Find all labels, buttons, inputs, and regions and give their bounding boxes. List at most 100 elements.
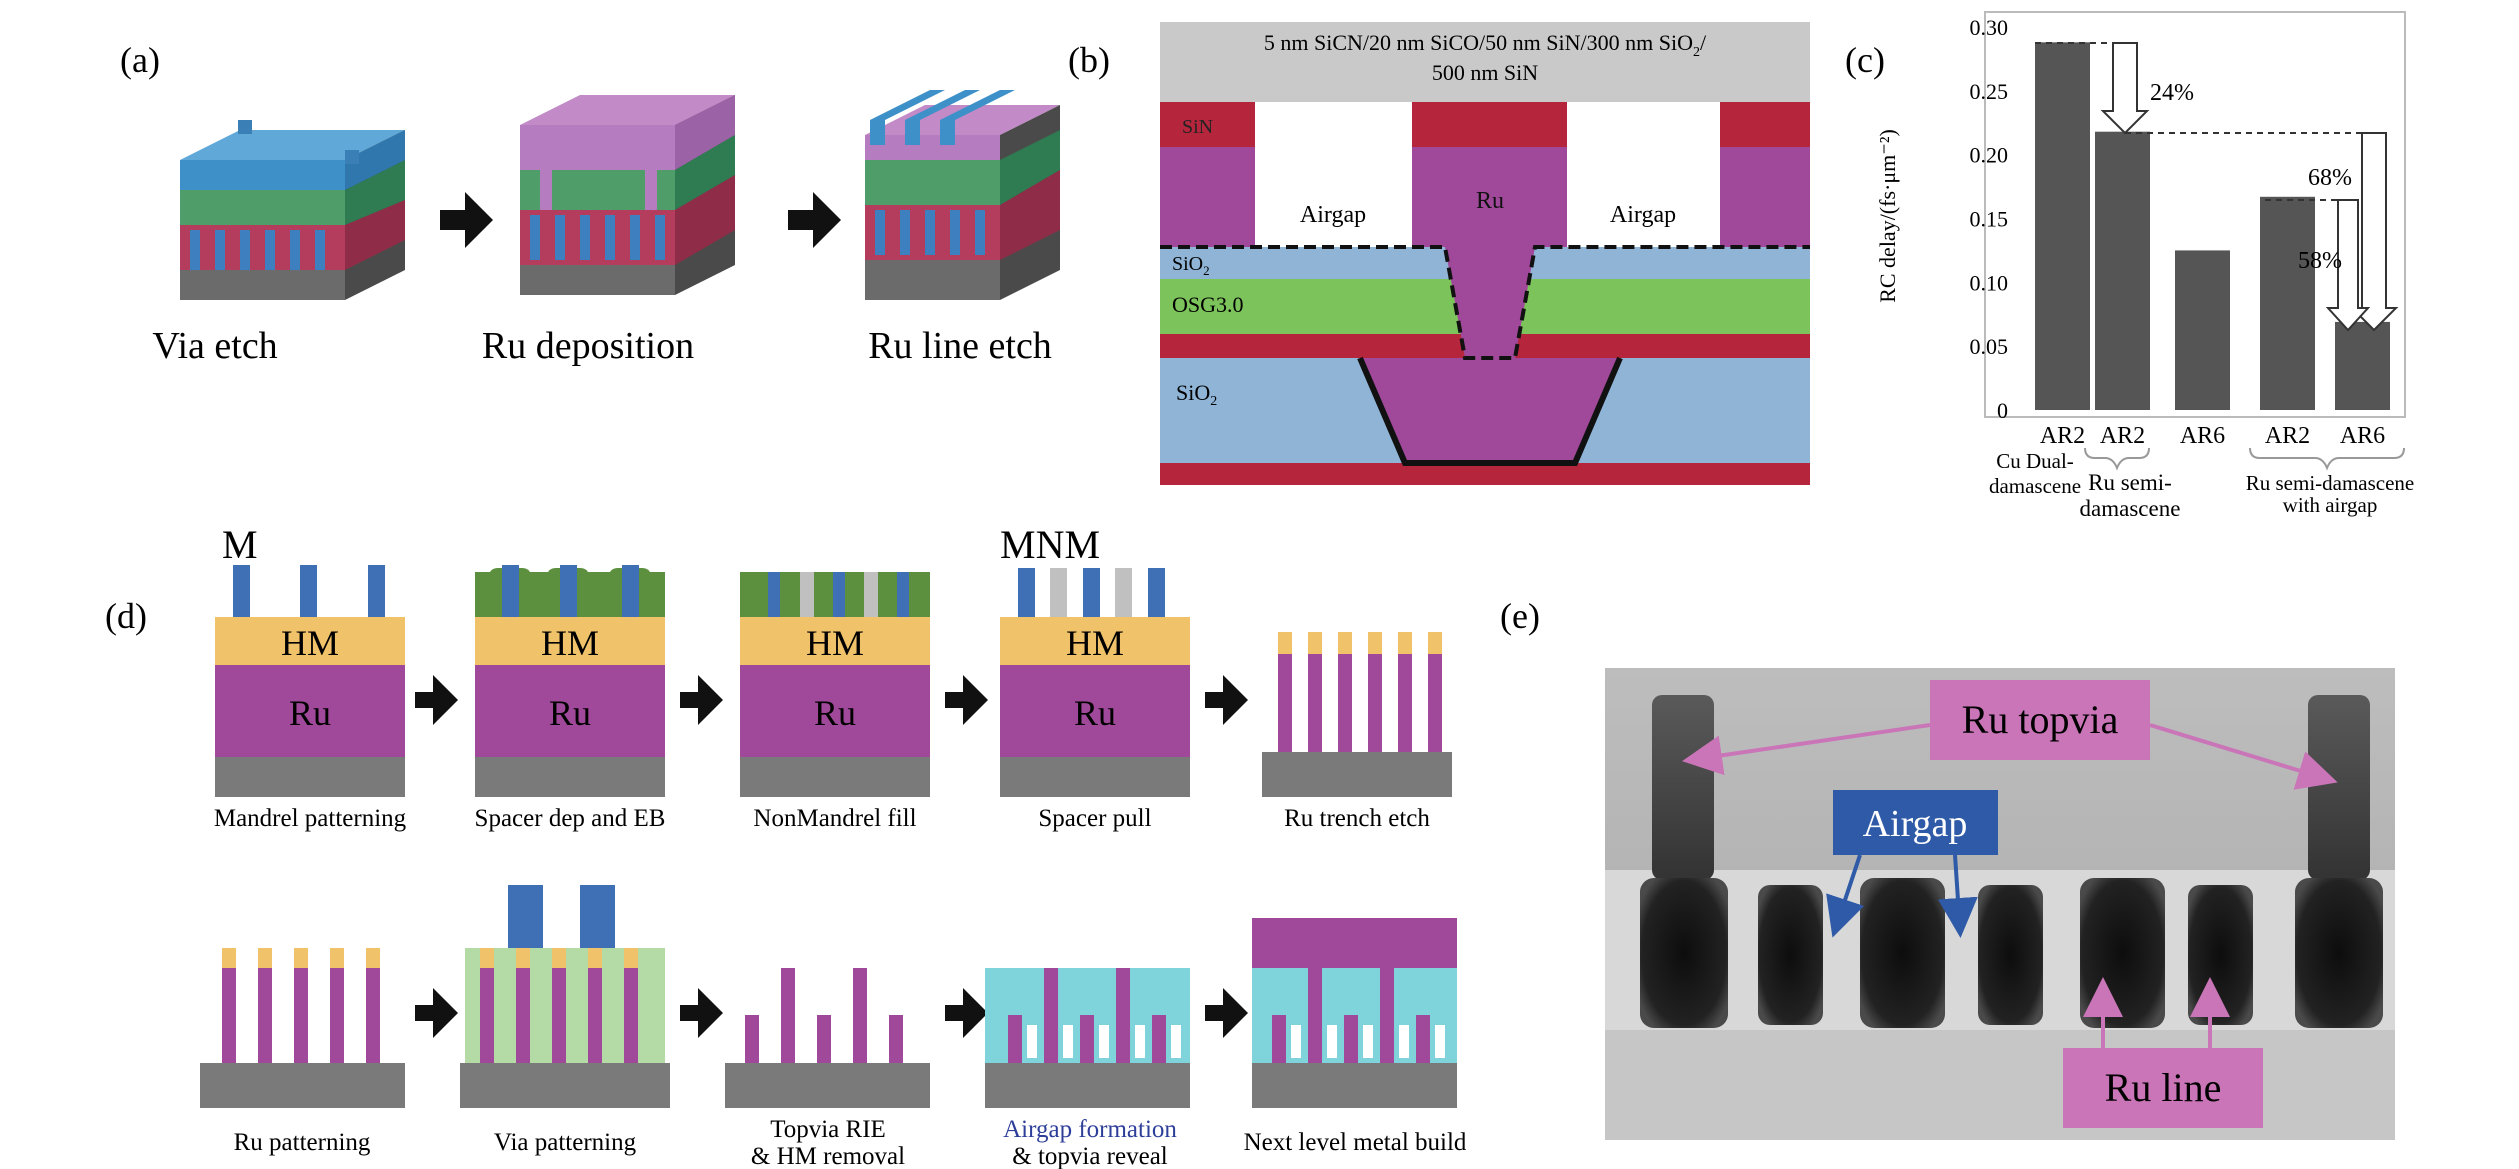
step-spacer-dep: Spacer dep and EB [475, 805, 666, 832]
step-spacer-dep-diagram: HM Ru [475, 565, 665, 797]
annotation-24: 24% [2150, 80, 2194, 106]
y-tick-label: 0.10 [1970, 270, 2009, 295]
block-via-etch [180, 120, 405, 300]
step-ru-deposition: Ru deposition [482, 325, 694, 367]
svg-text:Ru: Ru [1074, 693, 1116, 733]
block-ru-deposition [520, 95, 735, 295]
step-via-patterning-diagram [460, 885, 670, 1108]
step-via-etch: Via etch [152, 325, 277, 367]
y-tick-label: 0.20 [1970, 143, 2009, 168]
svg-text:Ru: Ru [549, 693, 591, 733]
step-ru-patterning: Ru patterning [234, 1129, 371, 1156]
bars [2035, 42, 2390, 411]
y-ticks: 0 0.05 0.10 0.15 0.20 0.25 0.30 [1970, 15, 2009, 423]
arrow-d7 [945, 988, 988, 1038]
panel-d-label: (d) [105, 596, 147, 636]
arrow-d6 [680, 988, 723, 1038]
stack-line-2: 500 nm SiN [1432, 60, 1538, 85]
svg-text:MNM: MNM [1000, 522, 1100, 567]
annotation-58: 58% [2298, 248, 2342, 274]
bar-3 [2175, 250, 2230, 410]
step-spacer-pull-diagram: MNM HM Ru [1000, 522, 1190, 797]
arrow-d3 [945, 675, 988, 725]
airgap-box [1833, 790, 1998, 855]
tem-image [1605, 668, 2395, 1140]
sin-label: SiN [1182, 116, 1213, 138]
bar-4 [2260, 196, 2315, 410]
x-category-label: AR6 [2180, 423, 2225, 449]
step-ru-patterning-diagram [200, 948, 405, 1108]
step-nonmandrel-fill-diagram: HM Ru [740, 572, 930, 797]
airgap-right: Airgap [1610, 202, 1676, 228]
ru-label-b: Ru [1476, 188, 1504, 214]
arrow-d4 [1205, 675, 1248, 725]
step-mandrel-patterning-diagram: M HM Ru [215, 522, 405, 797]
y-tick-label: 0.25 [1970, 79, 2009, 104]
ru-topvia-box [1930, 680, 2150, 760]
svg-text:HM: HM [1066, 623, 1124, 663]
svg-text:Ru: Ru [814, 693, 856, 733]
annotation-68: 68% [2308, 165, 2352, 191]
step-topvia-rie: Topvia RIE& HM removal [751, 1116, 905, 1169]
airgap-text: Airgap [1863, 803, 1968, 845]
svg-text:Ru: Ru [289, 693, 331, 733]
step-via-patterning: Via patterning [494, 1129, 637, 1156]
arrow-d2 [680, 675, 723, 725]
ru-line-text: Ru line [2105, 1065, 2222, 1110]
x-category-label: AR2 [2040, 423, 2085, 449]
arrow-d5 [415, 988, 458, 1038]
x-category-label: AR2 [2265, 423, 2310, 449]
step-nonmandrel-fill: NonMandrel fill [753, 805, 916, 832]
svg-text:HM: HM [806, 623, 864, 663]
cap-stack [1160, 22, 1810, 102]
step-ru-line-etch: Ru line etch [868, 325, 1052, 367]
step-next-level-metal-diagram [1252, 918, 1457, 1108]
step-ru-trench-etch-diagram [1262, 632, 1452, 797]
step-mandrel-patterning: Mandrel patterning [214, 805, 407, 832]
step-airgap-formation-diagram [985, 968, 1190, 1108]
x-category-label: AR2 [2100, 423, 2145, 449]
group-ru-semi-damascene: Ru semi-damascene [2080, 470, 2181, 521]
ru-line-box [2063, 1048, 2263, 1128]
group-cu-dual-damascene: Cu Dual-damascene [1989, 449, 2081, 498]
arrow-a1 [440, 192, 493, 248]
sio2-lower: SiO2 [1176, 380, 1217, 409]
panel-e: (e) Ru topvia Airgap Ru line [1500, 596, 2395, 1140]
step-next-level-metal: Next level metal build [1244, 1129, 1467, 1156]
panel-e-label: (e) [1500, 596, 1540, 636]
step-airgap-formation: Airgap formation& topvia reveal [1003, 1116, 1177, 1169]
panel-c-label: (c) [1845, 40, 1885, 80]
x-categories: AR2 AR2 AR6 AR2 AR6 [2040, 423, 2385, 449]
block-ru-line-etch [865, 90, 1060, 300]
y-tick-label: 0 [1997, 398, 2008, 423]
y-tick-label: 0.30 [1970, 15, 2009, 40]
panel-b: (b) 5 nm SiCN/20 nm SiCO/50 nm SiN/300 n… [1068, 22, 1810, 485]
panel-c: (c) RC delay/(fs·μm⁻²) 0 0.05 0.10 0.15 0.20… [1845, 11, 2415, 521]
y-tick-label: 0.05 [1970, 334, 2009, 359]
panel-d: (d) M HM Ru HM Ru [105, 522, 1467, 1169]
panel-b-label: (b) [1068, 40, 1110, 80]
step-topvia-rie-diagram [725, 968, 930, 1108]
ru-topvia-text: Ru topvia [1962, 697, 2119, 742]
panel-a-label: (a) [120, 40, 160, 80]
sio2-upper: SiO2 [1172, 253, 1210, 278]
arrow-d1 [415, 675, 458, 725]
bar-2 [2095, 131, 2150, 411]
bar-1 [2035, 42, 2090, 410]
y-tick-label: 0.15 [1970, 207, 2009, 232]
x-category-label: AR6 [2340, 423, 2385, 449]
svg-text:HM: HM [281, 623, 339, 663]
osg-label: OSG3.0 [1172, 292, 1244, 317]
arrow-d8 [1205, 988, 1248, 1038]
stack-line-1: 5 nm SiCN/20 nm SiCO/50 nm SiN/300 nm Si… [1264, 30, 1707, 60]
plot-frame [1984, 11, 2406, 418]
step-ru-trench-etch: Ru trench etch [1284, 805, 1430, 832]
y-axis-label: RC delay/(fs·μm⁻²) [1875, 129, 1900, 303]
bar-5 [2335, 321, 2390, 410]
airgap-left: Airgap [1300, 202, 1366, 228]
panel-a: (a) [120, 40, 1060, 367]
svg-text:M: M [222, 522, 258, 567]
step-spacer-pull: Spacer pull [1038, 805, 1151, 832]
